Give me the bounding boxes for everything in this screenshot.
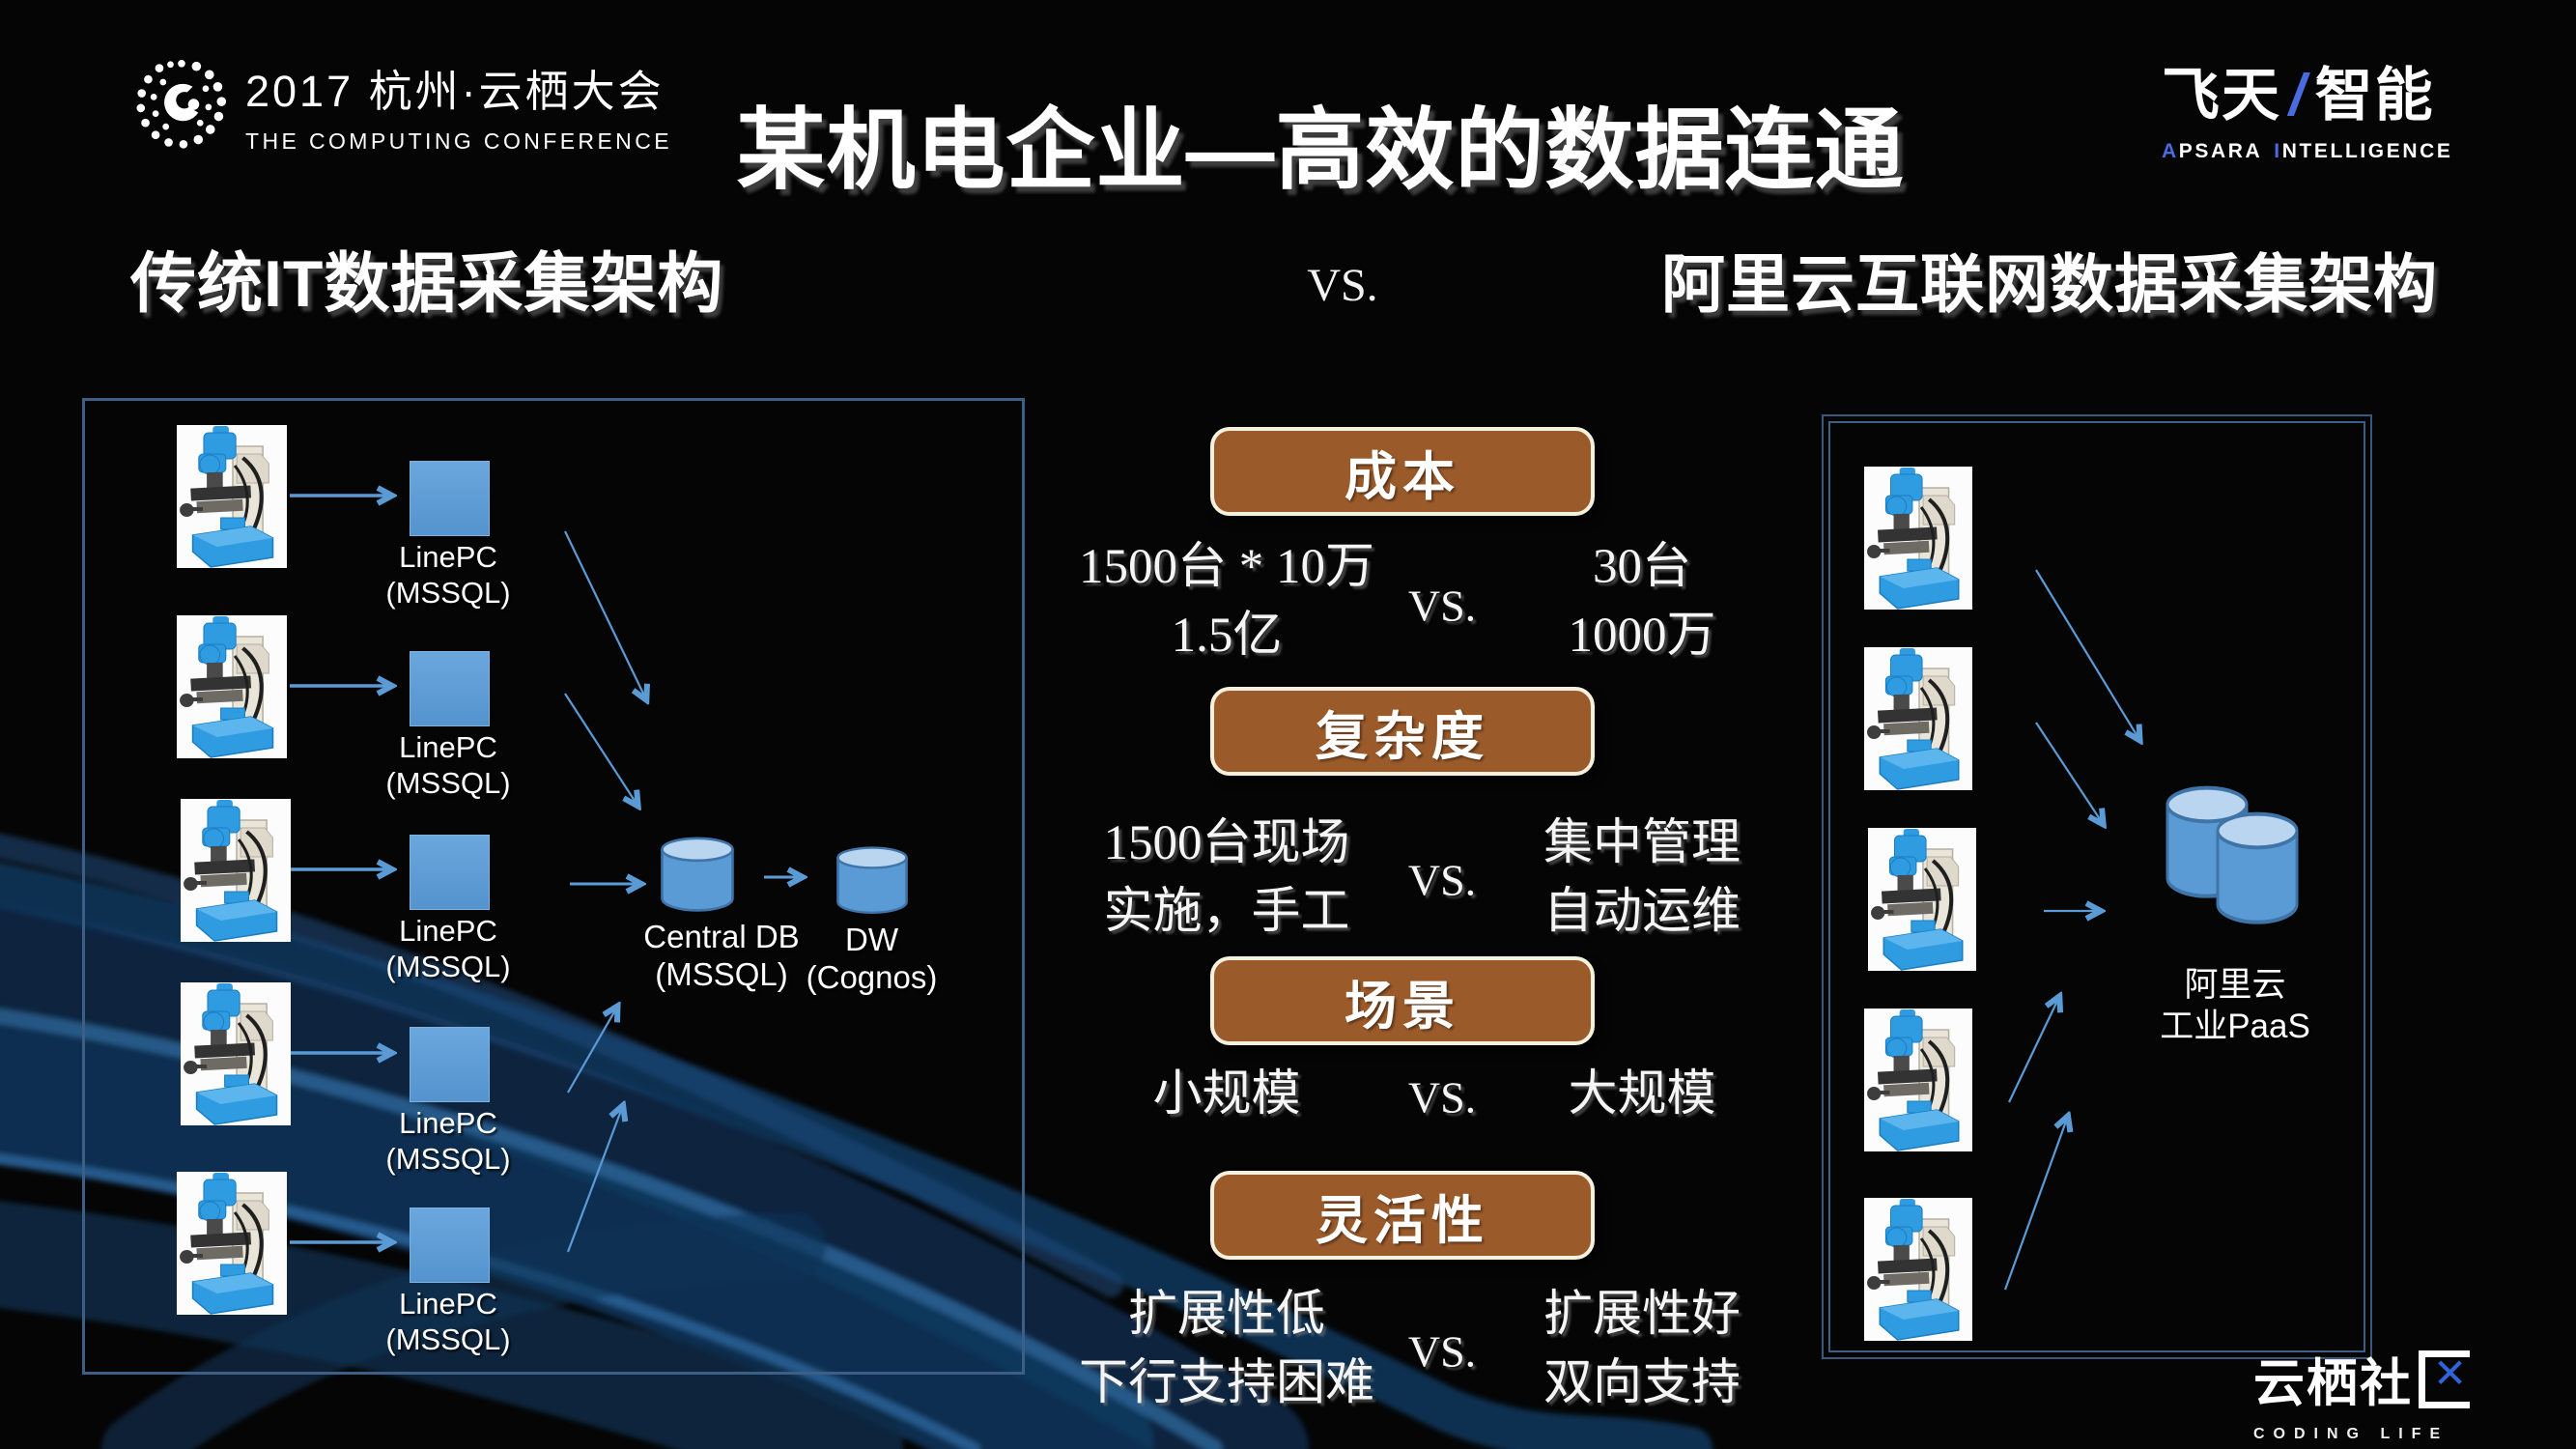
linepc-node xyxy=(410,651,490,726)
right-architecture-heading: 阿里云互联网数据采集架构 xyxy=(1661,248,2438,320)
comparison-left-value: 扩展性低 下行支持困难 xyxy=(1078,1288,1374,1410)
left-panel-arrows xyxy=(290,398,1019,1369)
comparison-badge-complexity: 复杂度 xyxy=(1210,687,1595,776)
linepc-node xyxy=(410,1208,490,1283)
community-en-text: CODING LIFE xyxy=(2253,1426,2449,1442)
linepc-node xyxy=(410,1027,490,1102)
comparison-row-scenario: 小规模 VS. 大规模 xyxy=(1024,1061,1830,1133)
linepc-node xyxy=(410,835,490,910)
comparison-left-value: 1500台 * 10万 1.5亿 xyxy=(1078,540,1374,663)
machine-image xyxy=(1864,647,1972,790)
brand-cn-text: 飞天/智能 xyxy=(2162,63,2435,128)
aliyun-architecture-panel xyxy=(1822,414,2372,1359)
dw-label: DW(Cognos) xyxy=(806,922,938,995)
vs-label: VS. xyxy=(1407,1072,1477,1122)
right-panel-arrows xyxy=(2003,569,2362,1291)
linepc-label: LinePC(MSSQL) xyxy=(385,914,511,983)
comparison-right-value: 集中管理 自动运维 xyxy=(1543,816,1741,939)
machine-image xyxy=(1864,467,1972,610)
machine-image xyxy=(1868,828,1976,971)
page-title: 某机电企业—高效的数据连通 xyxy=(736,100,1905,200)
yunqi-community-logo: 云栖社✕ CODING LIFE xyxy=(2253,1343,2470,1443)
paas-label: 阿里云工业PaaS xyxy=(2160,966,2310,1045)
central-db-cylinder-icon xyxy=(659,837,736,914)
vs-label: VS. xyxy=(1407,581,1477,631)
machine-image xyxy=(177,1172,287,1315)
vs-label: VS. xyxy=(1407,855,1477,904)
traditional-architecture-panel xyxy=(82,398,1025,1375)
linepc-label: LinePC(MSSQL) xyxy=(385,540,511,610)
comparison-badge-cost: 成本 xyxy=(1210,427,1595,516)
machine-image xyxy=(181,799,291,942)
conference-logo: 2017 杭州·云栖大会 THE COMPUTING CONFERENCE xyxy=(135,56,672,155)
comparison-row-flexibility: 扩展性低 下行支持困难 VS. 扩展性好 双向支持 xyxy=(1024,1281,1830,1421)
vs-heading: VS. xyxy=(1307,260,1378,311)
vs-label: VS. xyxy=(1407,1326,1477,1376)
left-architecture-heading: 传统IT数据采集架构 xyxy=(130,247,724,321)
dw-cylinder-icon xyxy=(835,846,910,916)
conference-subtitle: THE COMPUTING CONFERENCE xyxy=(245,128,672,154)
linepc-label: LinePC(MSSQL) xyxy=(385,1287,511,1356)
comparison-right-value: 扩展性好 双向支持 xyxy=(1543,1288,1741,1410)
comparison-right-value: 30台 1000万 xyxy=(1568,540,1716,663)
machine-image xyxy=(177,615,287,758)
comparison-row-cost: 1500台 * 10万 1.5亿 VS. 30台 1000万 xyxy=(1024,533,1830,678)
comparison-left-value: 小规模 xyxy=(1152,1067,1301,1122)
comparison-right-value: 大规模 xyxy=(1568,1067,1716,1122)
community-cn-text: 云栖社✕ xyxy=(2253,1350,2470,1412)
linepc-label: LinePC(MSSQL) xyxy=(385,730,511,800)
machine-image xyxy=(181,982,291,1125)
central-db-label: Central DB(MSSQL) xyxy=(643,919,800,992)
comparison-row-complexity: 1500台现场 实施，手工 VS. 集中管理 自动运维 xyxy=(1024,810,1830,950)
linepc-label: LinePC(MSSQL) xyxy=(385,1106,511,1176)
paas-cylinder-front-icon xyxy=(2214,811,2301,927)
machine-image xyxy=(177,425,287,568)
machine-image xyxy=(1864,1198,1972,1341)
brand-slash: / xyxy=(2289,63,2307,128)
comparison-left-value: 1500台现场 实施，手工 xyxy=(1103,816,1350,939)
linepc-node xyxy=(410,461,490,536)
comparison-badge-scenario: 场景 xyxy=(1210,956,1595,1045)
community-x-icon: ✕ xyxy=(2433,1350,2470,1396)
machine-image xyxy=(1864,1009,1972,1151)
conference-sphere-icon xyxy=(136,59,227,149)
conference-title: 2017 杭州·云栖大会 xyxy=(245,67,665,116)
comparison-badge-flexibility: 灵活性 xyxy=(1210,1171,1595,1260)
community-qu-glyph: ✕ xyxy=(2419,1350,2470,1408)
